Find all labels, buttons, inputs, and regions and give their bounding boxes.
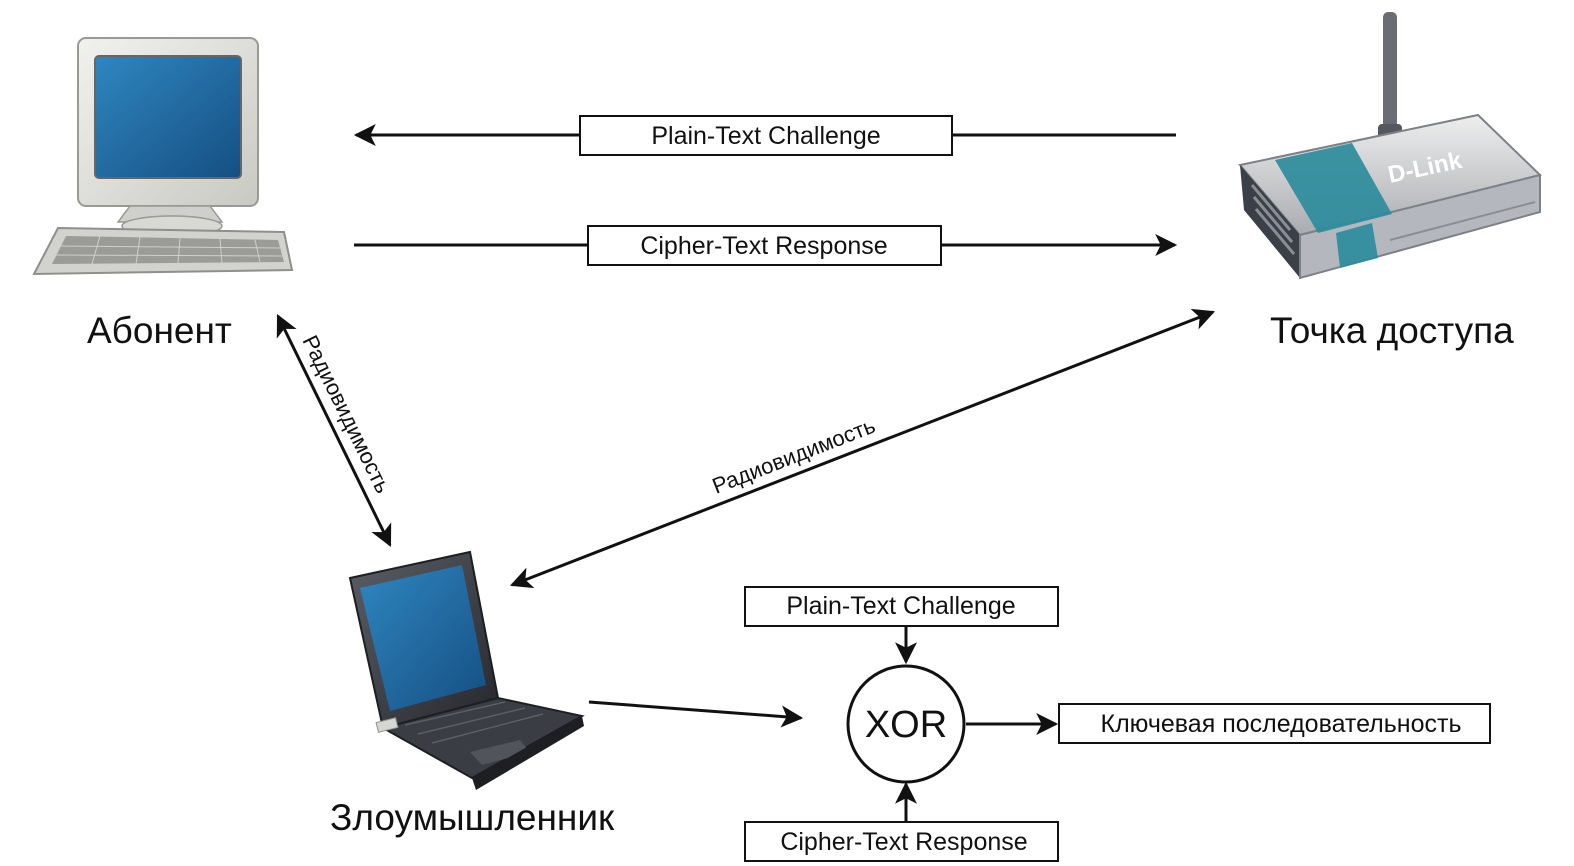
response-input-box <box>744 821 1059 862</box>
radio-visibility-right-label: Радиовидимость <box>709 413 879 499</box>
challenge-message-label: Plain-Text Challenge <box>651 122 880 150</box>
radio-visibility-left-label: Радиовидимость <box>298 331 396 497</box>
xor-computation: Plain-Text Challenge XOR Cipher-Text Res… <box>588 586 1491 862</box>
radio-link-subscriber-attacker: Радиовидимость <box>276 314 396 547</box>
attacker-label: Злоумышленник <box>330 797 615 838</box>
xor-operator-label: XOR <box>865 704 947 746</box>
challenge-message-arrow: Plain-Text Challenge <box>353 115 1176 156</box>
response-message-arrow: Cipher-Text Response <box>354 225 1178 266</box>
wireless-router-icon: D-Link <box>1238 12 1542 280</box>
challenge-input-box <box>744 586 1059 627</box>
desktop-computer-icon <box>32 37 294 276</box>
radio-link-attacker-access-point: Радиовидимость <box>509 308 1216 589</box>
response-input-label: Cipher-Text Response <box>780 828 1027 856</box>
challenge-input-label: Plain-Text Challenge <box>786 592 1015 620</box>
key-stream-output-label: Ключевая последовательность <box>1101 710 1462 738</box>
subscriber-label: Абонент <box>87 310 232 351</box>
access-point-label: Точка доступа <box>1270 310 1514 351</box>
laptop-icon <box>348 550 585 790</box>
response-message-label: Cipher-Text Response <box>640 232 887 260</box>
key-stream-output-box <box>1058 703 1491 744</box>
